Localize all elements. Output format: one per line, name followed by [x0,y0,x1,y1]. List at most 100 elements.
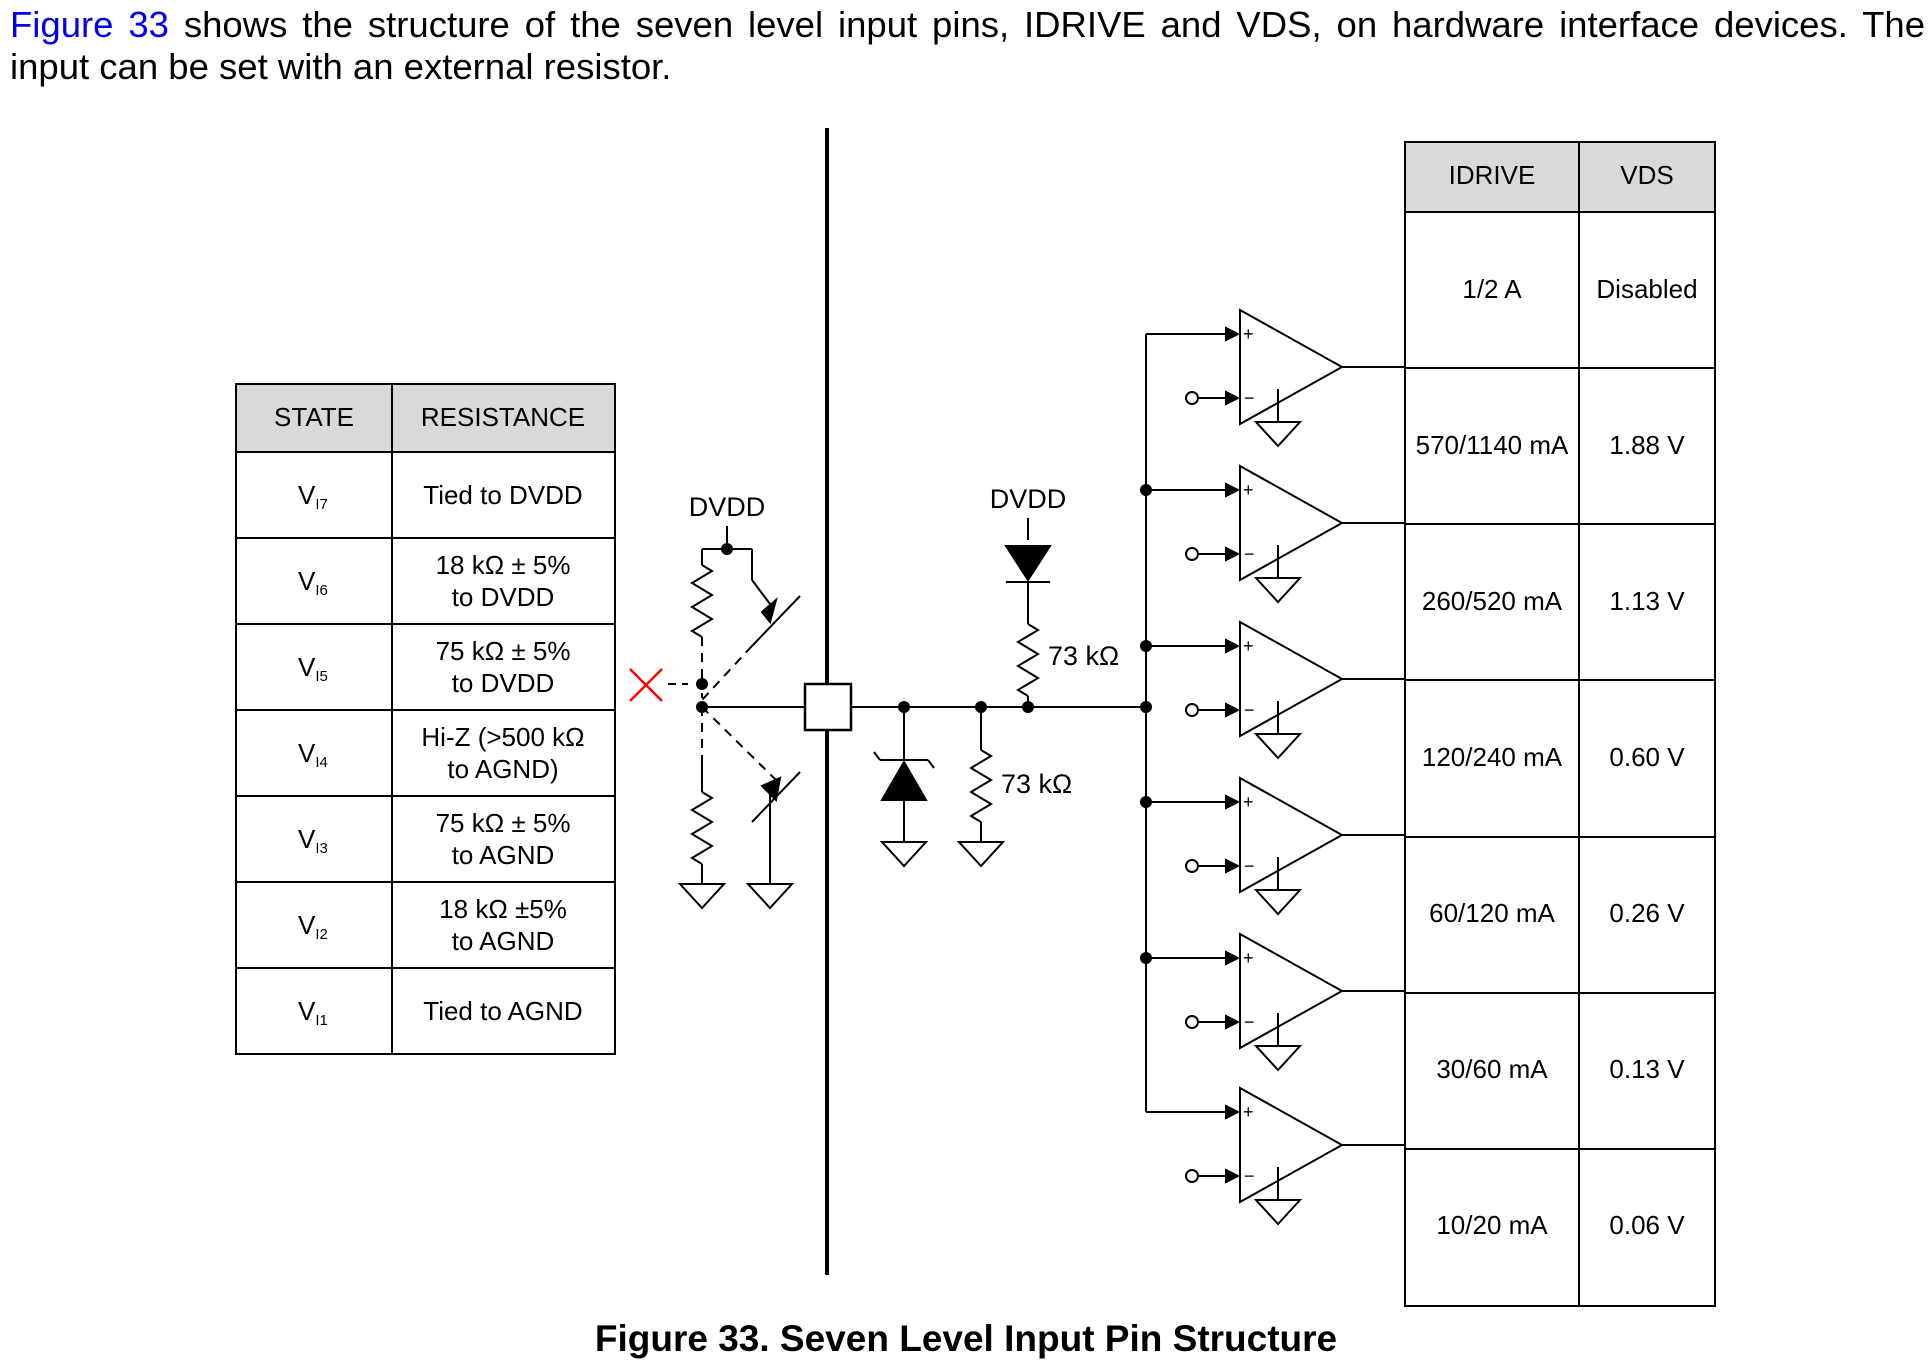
comparator-triangle [1239,464,1345,582]
ground-icon [677,883,727,910]
vds-cell: 0.26 V [1609,898,1685,928]
plus-sign: + [1243,480,1254,500]
internal-pullup-resistor [1016,623,1040,697]
ground-icon [879,841,929,868]
state-resistance-table [235,383,616,1055]
minus-sign: − [1244,1012,1255,1032]
junction-dot [1140,640,1152,652]
junction-dot [975,701,987,713]
drive-table-header-fill [1405,142,1715,212]
idrive-cell: 570/1140 mA [1416,430,1569,460]
vds-cell: 0.60 V [1609,742,1685,772]
state-cell: VI3 [298,824,328,857]
junction-dot [696,678,708,690]
comparator [1146,776,1405,916]
comparator [1146,932,1405,1072]
pullup-value-label: 73 kΩ [1048,641,1119,671]
comparator-triangle [1239,308,1345,426]
plus-sign: + [1243,636,1254,656]
dvdd-right-label: DVDD [990,484,1067,514]
vds-cell: 0.06 V [1609,1210,1685,1240]
state-cell: VI2 [298,910,328,943]
resistance-cell: 75 kΩ ± 5% [436,636,571,666]
ground-icon [1253,889,1303,916]
resistance-cell: Hi-Z (>500 kΩ [421,722,584,752]
idrive-vds-table [1404,141,1716,1307]
ground-icon [1253,733,1303,760]
arrow-icon [1225,546,1241,562]
external-network [629,526,805,910]
arrow-icon [1225,482,1241,498]
intro-paragraph: Figure 33 shows the structure of the sev… [10,4,1925,88]
figure-reference-link[interactable]: Figure 33 [10,4,169,45]
dvdd-left-label: DVDD [689,492,766,522]
external-pulldown-resistor [690,791,714,865]
vds-cell: 1.88 V [1609,430,1685,460]
idrive-cell: 30/60 mA [1436,1054,1548,1084]
idrive-cell: 120/240 mA [1422,742,1563,772]
resistance-cell: Tied to AGND [423,996,582,1026]
internal-network [851,334,1147,1112]
figure-caption: Figure 33. Seven Level Input Pin Structu… [594,1318,1338,1359]
arrow-icon [1225,702,1241,718]
idrive-cell: 1/2 A [1462,274,1522,304]
state-header: STATE [274,402,354,432]
ground-icon [1253,1199,1303,1226]
reference-input-icon [1185,391,1199,405]
comparator [1146,1086,1405,1226]
state-cell: VI1 [298,996,328,1029]
minus-sign: − [1244,544,1255,564]
arrow-icon [1225,794,1241,810]
state-cell: VI4 [298,738,328,771]
comparator-triangle [1239,776,1345,894]
pulldown-value-label: 73 kΩ [1001,769,1072,799]
comparator-array [1146,308,1405,1226]
comparator [1146,464,1405,604]
arrow-icon [1225,638,1241,654]
state-table-header-fill [236,384,615,452]
resistance-cell-line2: to AGND [452,926,555,956]
vds-cell: Disabled [1596,274,1697,304]
arrow-icon [1225,1104,1241,1120]
resistance-cell-line2: to AGND) [447,754,558,784]
arrow-icon [1225,1168,1241,1184]
pin-pad [803,682,853,732]
junction-dot [1140,796,1152,808]
idrive-header: IDRIVE [1449,160,1536,190]
idrive-cell: 60/120 mA [1429,898,1555,928]
arrow-icon [1225,950,1241,966]
ground-icon [745,883,795,910]
arrow-icon [1225,858,1241,874]
junction-dot [1140,701,1152,713]
pullup-adjust-slash [751,595,801,647]
resistance-cell: 18 kΩ ± 5% [436,550,571,580]
resistance-cell-line2: to DVDD [452,668,555,698]
arrow-icon [1225,390,1241,406]
junction-dot [1022,701,1034,713]
dvdd-node-dot [721,543,733,555]
reference-input-icon [1185,703,1199,717]
plus-sign: + [1243,948,1254,968]
idrive-cell: 10/20 mA [1436,1210,1548,1240]
resistance-cell: Tied to DVDD [423,480,582,510]
ground-icon [1253,421,1303,448]
comparator-triangle [1239,620,1345,738]
pullup-diode-icon [1004,545,1052,582]
ground-icon [956,841,1006,868]
junction-dot [1140,952,1152,964]
junction-dot [898,701,910,713]
plus-sign: + [1243,792,1254,812]
plus-sign: + [1243,324,1254,344]
vds-cell: 1.13 V [1609,586,1685,616]
arrow-icon [1225,1014,1241,1030]
vds-header: VDS [1620,160,1673,190]
resistance-cell-line2: to AGND [452,840,555,870]
comparator-triangle [1239,1086,1345,1204]
resistance-cell: 18 kΩ ±5% [439,894,567,924]
comparator [1146,620,1405,760]
external-pullup-resistor [690,564,714,638]
plus-sign: + [1243,1102,1254,1122]
comparator-triangle [1239,932,1345,1050]
minus-sign: − [1244,1166,1255,1186]
